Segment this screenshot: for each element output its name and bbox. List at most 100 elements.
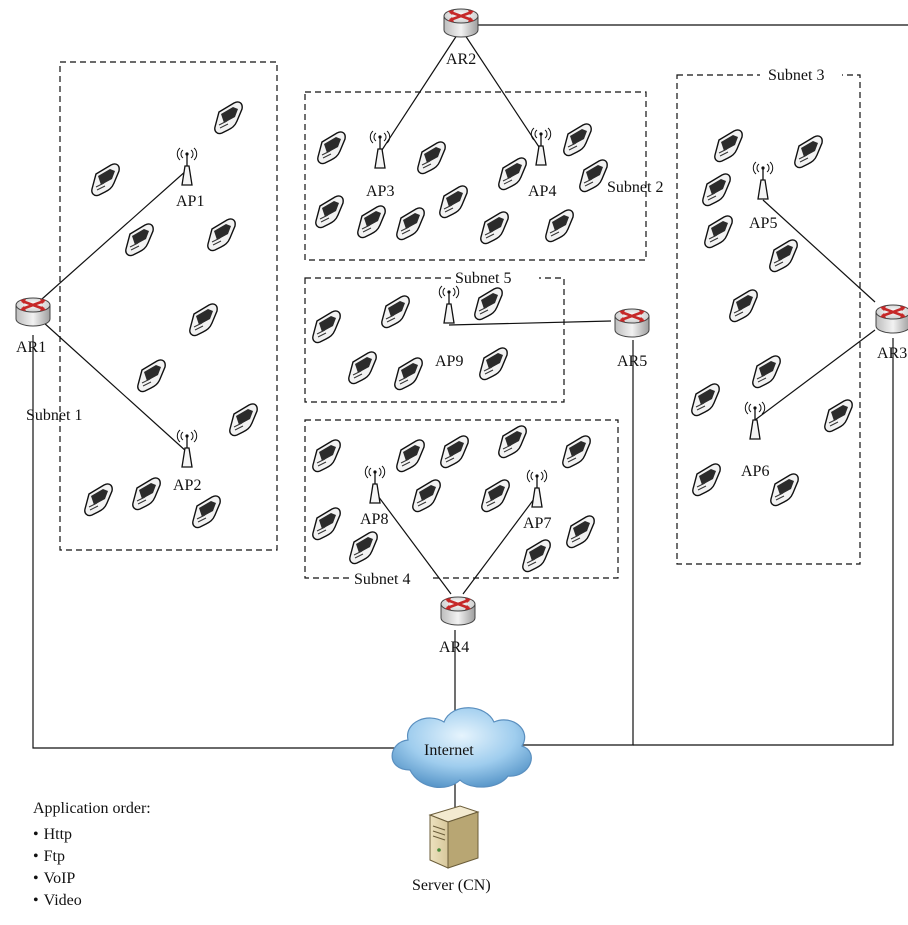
mobile-phone-icon [474, 287, 503, 321]
subnet-4-box [304, 419, 619, 579]
wireless-access-point-icon [176, 147, 198, 186]
mobile-phone-icon [702, 173, 731, 207]
mobile-phone-icon [348, 351, 377, 385]
router-icon [14, 296, 52, 328]
wireless-access-point-icon [369, 130, 391, 169]
mobile-phone-icon [563, 123, 592, 157]
ap2-label: AP2 [173, 477, 201, 494]
server-label: Server (CN) [412, 877, 491, 894]
internet-label: Internet [424, 742, 474, 759]
subnet-1-label: Subnet 1 [26, 407, 82, 424]
mobile-phone-icon [498, 157, 527, 191]
mobile-phone-icon [794, 135, 823, 169]
application-order-title: Application order: [33, 800, 151, 817]
mobile-phone-icon [132, 477, 161, 511]
diagram-labels: Subnet 1 Subnet 2 Subnet 3 Subnet 4 Subn… [16, 51, 907, 894]
subnet-2-label: Subnet 2 [607, 179, 663, 196]
mobile-phone-icon [214, 101, 243, 135]
mobile-phone-icon [317, 131, 346, 165]
mobile-phone-icon [229, 403, 258, 437]
link-ar5-ap9 [448, 320, 612, 326]
subnet-5-box [304, 277, 565, 403]
subnet-1-box [59, 61, 278, 551]
application-item: Ftp [33, 846, 151, 868]
wireless-access-point-icon [438, 285, 460, 324]
application-order-panel: Application order: Http Ftp VoIP Video [33, 798, 151, 912]
wireless-access-point-icon [526, 469, 548, 508]
mobile-phones [84, 101, 853, 573]
mobile-phone-icon [752, 355, 781, 389]
wireless-access-point-icon [364, 465, 386, 504]
application-item-label: Http [43, 826, 73, 843]
mobile-phone-icon [824, 399, 853, 433]
internet-cloud-icon [391, 707, 532, 788]
application-item: Http [33, 824, 151, 846]
mobile-phone-icon [84, 483, 113, 517]
link-ar4-ap8 [374, 491, 452, 595]
mobile-phone-icon [692, 463, 721, 497]
mobile-phone-icon [125, 223, 154, 257]
link-ar3-ap6 [754, 329, 876, 421]
mobile-phone-icon [192, 495, 221, 529]
mobile-phone-icon [137, 359, 166, 393]
mobile-phone-icon [770, 473, 799, 507]
mobile-phone-icon [394, 357, 423, 391]
wireless-access-point-icon [752, 161, 774, 200]
mobile-phone-icon [357, 205, 386, 239]
link-ar3-internet [633, 338, 894, 746]
ap1-label: AP1 [176, 193, 204, 210]
mobile-phone-icon [440, 435, 469, 469]
application-item-label: Video [43, 892, 82, 909]
mobile-phone-icon [312, 310, 341, 344]
wireless-access-point-icon [176, 429, 198, 468]
router-icon [613, 307, 651, 339]
link-ar4-ap7 [462, 494, 538, 595]
mobile-phone-icon [691, 383, 720, 417]
application-item-label: VoIP [43, 870, 76, 887]
router-ar5-label: AR5 [617, 353, 647, 370]
subnet-4-label: Subnet 4 [354, 571, 410, 588]
mobile-phone-icon [545, 209, 574, 243]
mobile-phone-icon [566, 515, 595, 549]
link-ar2-ap4 [462, 31, 542, 151]
router-icon [442, 7, 480, 39]
link-ar1-ap1 [32, 169, 188, 308]
mobile-phone-icon [396, 207, 425, 241]
mobile-phone-icon [207, 218, 236, 252]
mobile-phone-icon [481, 479, 510, 513]
wireless-access-point-icon [744, 401, 766, 440]
subnet-2-box [304, 91, 647, 261]
mobile-phone-icon [498, 425, 527, 459]
router-ar2-label: AR2 [446, 51, 476, 68]
mobile-phone-icon [312, 507, 341, 541]
mobile-phone-icon [91, 163, 120, 197]
ap4-label: AP4 [528, 183, 556, 200]
mobile-phone-icon [315, 195, 344, 229]
mobile-phone-icon [439, 185, 468, 219]
ap6-label: AP6 [741, 463, 769, 480]
ap5-label: AP5 [749, 215, 777, 232]
subnet-3-label: Subnet 3 [768, 67, 824, 84]
router-ar3-label: AR3 [877, 345, 907, 362]
application-item-label: Ftp [43, 848, 65, 865]
application-item: Video [33, 890, 151, 912]
router-ar4-label: AR4 [439, 639, 469, 656]
mobile-phone-icon [579, 159, 608, 193]
router-icon [874, 303, 908, 335]
mobile-phone-icon [714, 129, 743, 163]
ap8-label: AP8 [360, 511, 388, 528]
mobile-phone-icon [522, 539, 551, 573]
mobile-phone-icon [312, 439, 341, 473]
mobile-phone-icon [381, 295, 410, 329]
link-ar1-ap2 [32, 312, 188, 453]
mobile-phone-icon [729, 289, 758, 323]
ap9-label: AP9 [435, 353, 463, 370]
router-ar1-label: AR1 [16, 339, 46, 356]
mobile-phone-icon [412, 479, 441, 513]
mobile-phone-icon [480, 211, 509, 245]
ap7-label: AP7 [523, 515, 551, 532]
network-links [32, 24, 908, 808]
mobile-phone-icon [704, 215, 733, 249]
mobile-phone-icon [769, 239, 798, 273]
